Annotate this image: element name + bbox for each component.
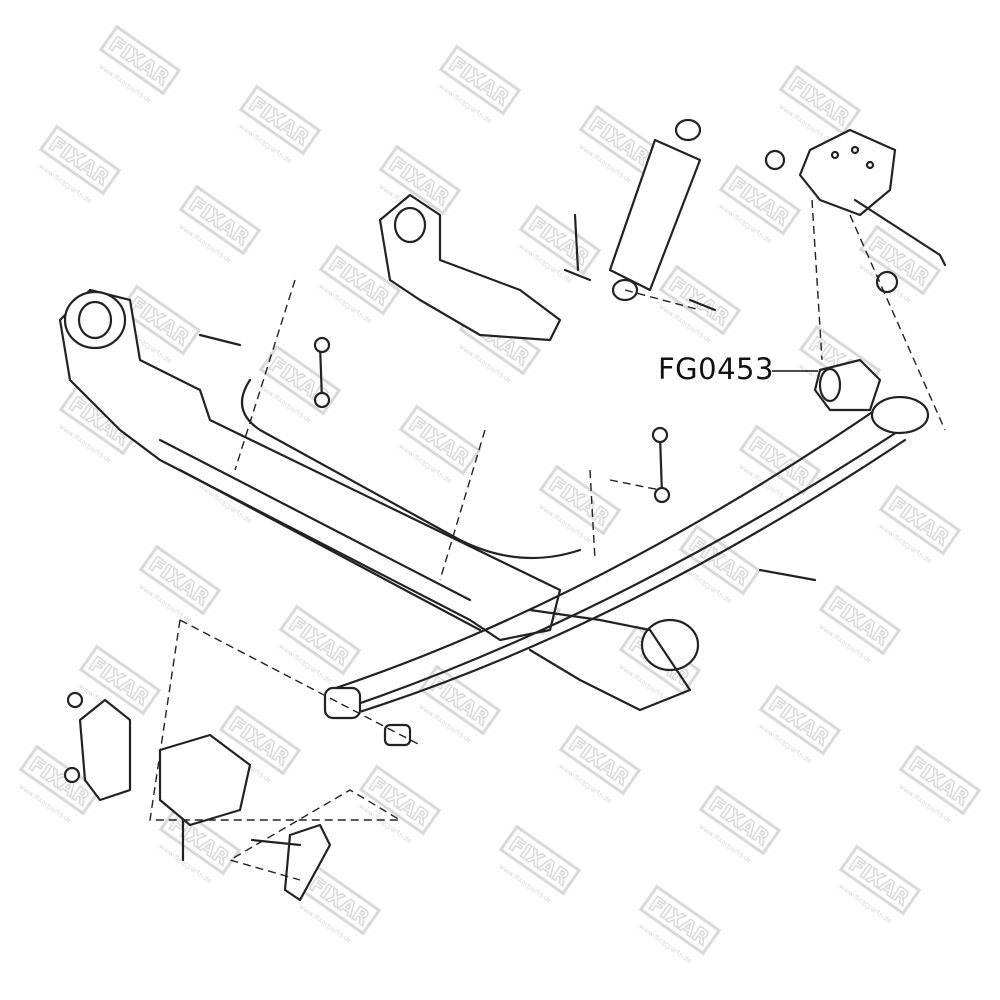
part-number-label: FG0453: [658, 352, 774, 386]
anti-roll-bar: [198, 279, 817, 582]
rear-axle-beam: [58, 288, 700, 712]
upper-axle-end: [378, 193, 592, 342]
shock-absorber: [608, 118, 717, 312]
spring-hanger-bracket: [764, 128, 947, 431]
rear-shackle-assembly: [63, 619, 421, 902]
leaf-spring: [323, 395, 930, 720]
spring-bushing-fg0453: [813, 358, 882, 412]
